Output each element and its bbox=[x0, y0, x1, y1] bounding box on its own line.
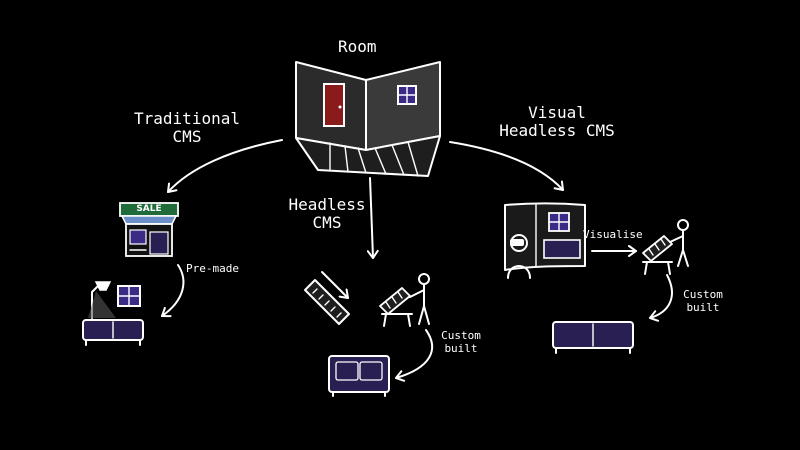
visual-label-line2: Headless CMS bbox=[499, 121, 615, 141]
arrow-headless bbox=[366, 177, 379, 259]
vr-headset-icon bbox=[507, 234, 531, 279]
window-icon bbox=[117, 285, 141, 307]
headless-label-line2: CMS bbox=[312, 213, 342, 233]
sofa-icon bbox=[82, 319, 144, 346]
traditional-label-line2: CMS bbox=[172, 127, 202, 147]
room-label: Room bbox=[338, 37, 377, 56]
headless-label-line1: Headless bbox=[288, 195, 366, 214]
arrow-custom-visual bbox=[649, 274, 673, 322]
traditional-cms-label: Traditional CMS bbox=[134, 109, 240, 147]
carpenter-icon bbox=[379, 273, 430, 327]
custom-label-line2: built bbox=[444, 341, 478, 355]
lamp-icon bbox=[88, 281, 116, 319]
sofa-icon bbox=[552, 321, 634, 354]
custom-label-line1: Custom bbox=[683, 288, 723, 301]
arrow-visual bbox=[449, 141, 564, 191]
pre-made-label: Pre-made bbox=[186, 262, 239, 275]
sale-sign-label: SALE bbox=[136, 204, 162, 214]
visual-headless-cms-label: Visual Headless CMS bbox=[492, 103, 622, 141]
custom-built-label-headless: Custom built bbox=[436, 329, 486, 355]
carpenter-icon bbox=[642, 219, 689, 275]
custom-built-label-visual: Custom built bbox=[678, 288, 728, 314]
ruler-icon bbox=[304, 271, 350, 325]
arrow-custom-headless bbox=[395, 329, 433, 382]
sofa-icon bbox=[328, 355, 390, 397]
visual-label-line1: Visual bbox=[528, 103, 586, 122]
custom-label-line1: Custom bbox=[441, 329, 481, 342]
traditional-label-line1: Traditional bbox=[134, 109, 240, 128]
vr-room-icon bbox=[504, 202, 586, 271]
custom-label-line2: built bbox=[686, 300, 720, 314]
arrow-traditional bbox=[167, 139, 283, 193]
visualise-label: Visualise bbox=[583, 228, 643, 241]
headless-cms-label: Headless CMS bbox=[285, 195, 369, 233]
shop-icon bbox=[119, 202, 179, 257]
arrow-pre-made bbox=[161, 264, 185, 318]
room-icon bbox=[295, 61, 441, 177]
